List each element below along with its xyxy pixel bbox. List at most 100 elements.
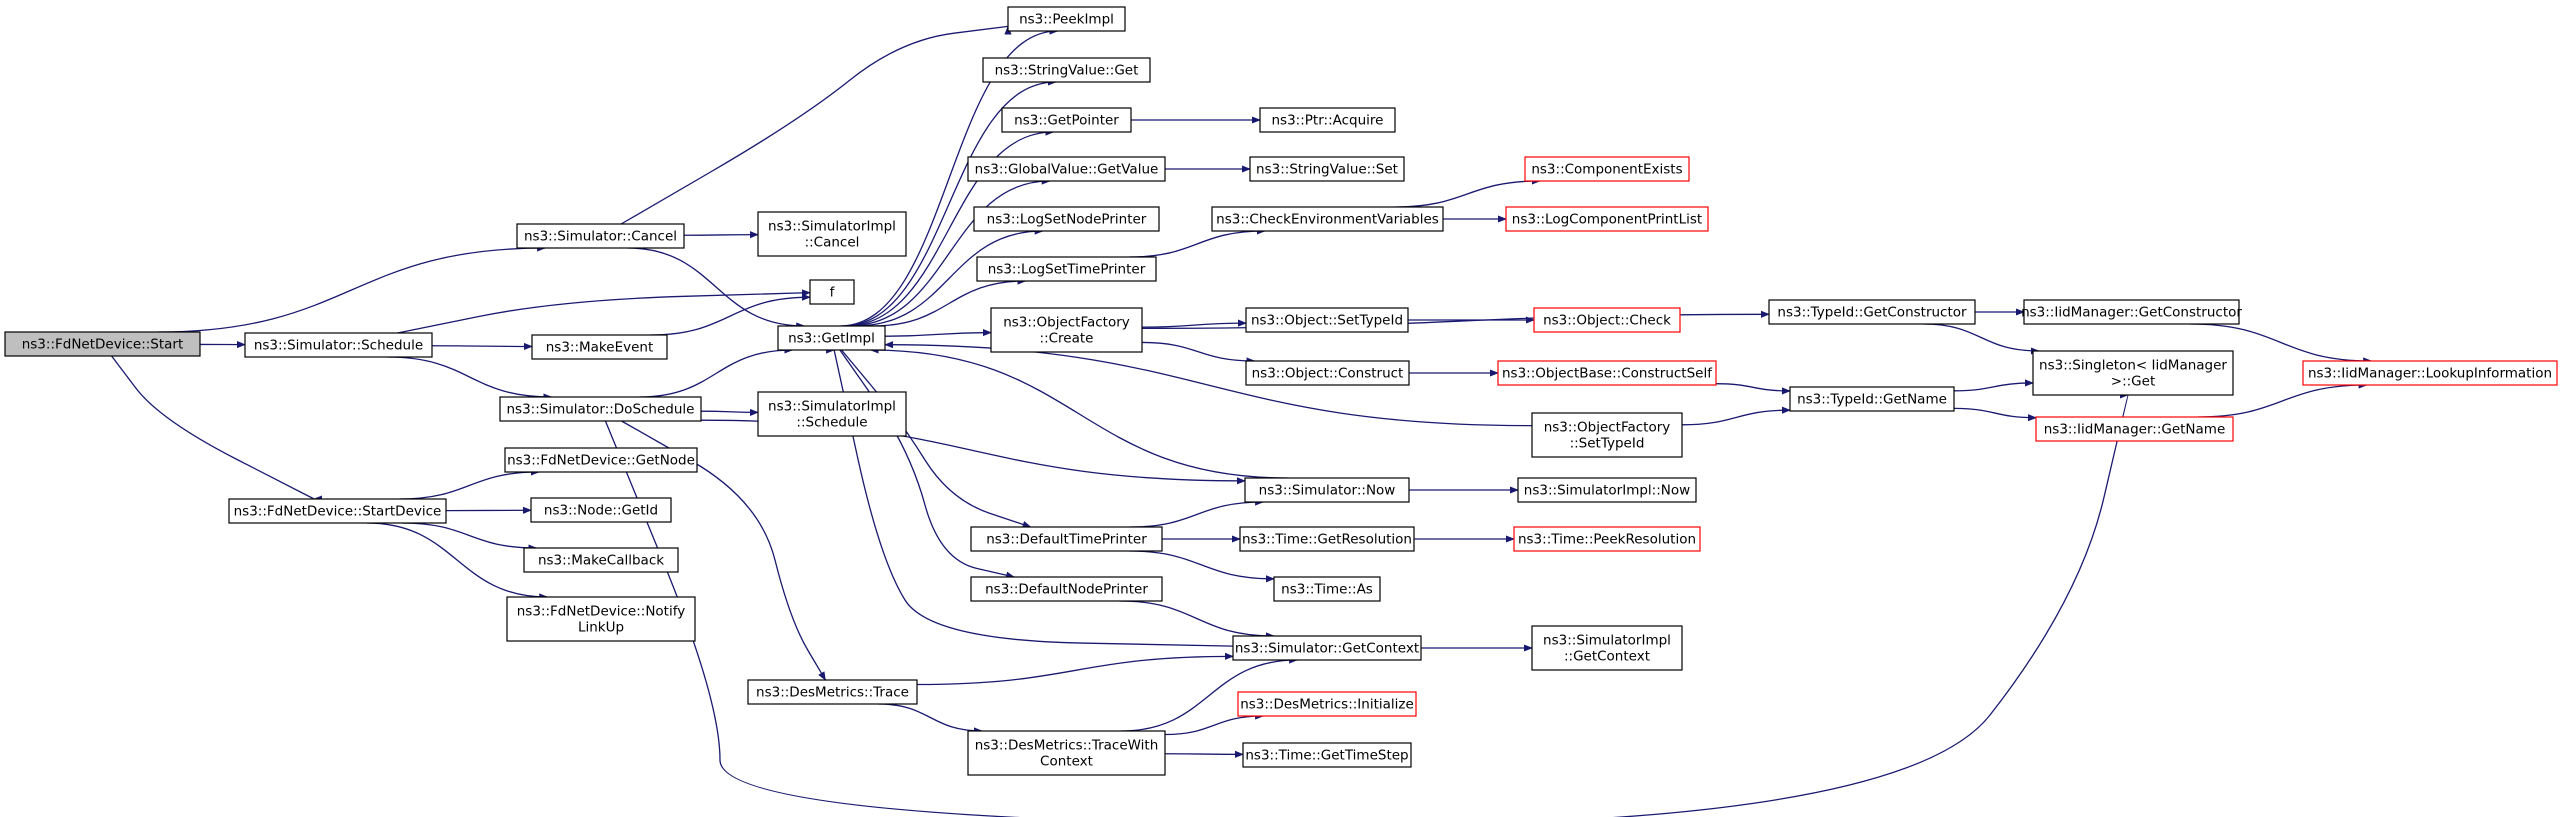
node-label: ns3::IidManager::GetName [2044, 422, 2226, 438]
node-label: ns3::LogSetNodePrinter [987, 212, 1147, 228]
node-label: ns3::Simulator::Cancel [524, 229, 677, 245]
node-box [1531, 412, 1683, 458]
node-box [967, 156, 1166, 182]
node-ptracquire[interactable]: ns3::Ptr::Acquire [1259, 107, 1396, 133]
node-objsettypeid[interactable]: ns3::Object::SetTypeId [1245, 307, 1409, 333]
node-simimplcancel[interactable]: ns3::SimulatorImpl::Cancel [757, 211, 907, 257]
node-label: ns3::ObjectFactory [1003, 315, 1130, 331]
node-label: ns3::Singleton< IidManager [2039, 358, 2227, 374]
node-objfactorycreate[interactable]: ns3::ObjectFactory::Create [990, 307, 1143, 353]
node-getimpl[interactable]: ns3::GetImpl [777, 325, 886, 351]
node-typeidgetname[interactable]: ns3::TypeId::GetName [1789, 386, 1955, 412]
node-label: ns3::Time::GetTimeStep [1245, 748, 1408, 764]
node-box [1533, 307, 1681, 333]
node-box [1007, 6, 1126, 32]
edge-tracewithcontext-to-desinit [1164, 712, 1265, 736]
node-box [1001, 107, 1132, 133]
node-timepeekres[interactable]: ns3::Time::PeekResolution [1513, 526, 1701, 552]
node-box [499, 396, 702, 422]
node-label: ns3::LogSetTimePrinter [988, 262, 1146, 278]
node-box [1232, 635, 1422, 661]
node-peekimpl[interactable]: ns3::PeekImpl [1007, 6, 1126, 32]
node-box [516, 223, 685, 249]
node-iidgetctor[interactable]: ns3::IidManager::GetConstructor [2021, 299, 2242, 325]
edge-getimpl-to-stringvalueget [842, 78, 1057, 327]
node-simimplnow[interactable]: ns3::SimulatorImpl::Now [1517, 477, 1697, 503]
node-label: ns3::FdNetDevice::Start [22, 337, 184, 353]
node-cancel[interactable]: ns3::Simulator::Cancel [516, 223, 685, 249]
edge-defaulttime-to-simnow [1130, 498, 1265, 528]
edge-iidgetctor-to-iidlookup [2190, 323, 2373, 365]
node-compexists[interactable]: ns3::ComponentExists [1524, 156, 1690, 182]
node-f[interactable]: f [809, 279, 855, 305]
node-objfactorysettypeid[interactable]: ns3::ObjectFactory::SetTypeId [1531, 412, 1683, 458]
edge-start-to-startdev [111, 355, 315, 500]
node-doschedule[interactable]: ns3::Simulator::DoSchedule [499, 396, 702, 422]
node-box [1789, 386, 1955, 412]
node-iidlookup[interactable]: ns3::IidManager::LookupInformation [2302, 360, 2558, 386]
node-box [1245, 307, 1409, 333]
node-getpointer[interactable]: ns3::GetPointer [1001, 107, 1132, 133]
edge-getimpl-to-globalvalue [848, 177, 1051, 327]
node-label: ns3::SimulatorImpl::Now [1524, 483, 1690, 499]
node-nodegetid[interactable]: ns3::Node::GetId [530, 497, 672, 523]
node-label: ns3::CheckEnvironmentVariables [1216, 212, 1439, 228]
node-desinit[interactable]: ns3::DesMetrics::Initialize [1237, 691, 1417, 717]
node-label: ns3::Time::As [1281, 582, 1373, 598]
node-label: ns3::DesMetrics::Initialize [1240, 697, 1414, 713]
edge-getimpl-to-defaulttime [841, 349, 1032, 528]
edge-schedule-to-doschedule [387, 356, 553, 401]
node-makeevent[interactable]: ns3::MakeEvent [531, 334, 668, 360]
node-typeidgetctor[interactable]: ns3::TypeId::GetConstructor [1768, 299, 1976, 325]
node-objconstruct[interactable]: ns3::Object::Construct [1245, 360, 1410, 386]
node-logcompprint[interactable]: ns3::LogComponentPrintList [1505, 206, 1709, 232]
edge-start-to-cancel [157, 244, 547, 333]
node-schedule[interactable]: ns3::Simulator::Schedule [244, 332, 433, 358]
node-defaultnode[interactable]: ns3::DefaultNodePrinter [970, 576, 1163, 602]
node-checkenv[interactable]: ns3::CheckEnvironmentVariables [1211, 206, 1444, 232]
node-start[interactable]: ns3::FdNetDevice::Start [4, 331, 201, 357]
node-simgetcontext[interactable]: ns3::Simulator::GetContext [1232, 635, 1422, 661]
edge-desmetricstrace-to-simgetcontext [916, 652, 1234, 686]
node-label: LinkUp [578, 620, 624, 636]
node-timeas[interactable]: ns3::Time::As [1273, 576, 1381, 602]
node-startdev[interactable]: ns3::FdNetDevice::StartDevice [228, 498, 447, 524]
node-singletonget[interactable]: ns3::Singleton< IidManager>::Get [2032, 350, 2234, 396]
node-label: ns3::IidManager::LookupInformation [2308, 366, 2552, 382]
edge-getimpl-to-getpointer [844, 128, 1055, 327]
node-objcheck[interactable]: ns3::Object::Check [1533, 307, 1681, 333]
edge-getimpl-to-objfactorycreate [884, 328, 992, 337]
node-makecallback[interactable]: ns3::MakeCallback [523, 547, 679, 573]
edge-tracewithcontext-to-timegetstep [1164, 750, 1244, 758]
node-timegetres[interactable]: ns3::Time::GetResolution [1239, 526, 1415, 552]
node-logsetnode[interactable]: ns3::LogSetNodePrinter [973, 206, 1160, 232]
edge-doschedule-to-simimplschedule [700, 408, 759, 417]
node-label: ns3::Object::Check [1543, 313, 1671, 329]
node-label: ns3::Simulator::Now [1259, 483, 1396, 499]
node-stringvalueset[interactable]: ns3::StringValue::Set [1249, 156, 1405, 182]
node-iidgetname[interactable]: ns3::IidManager::GetName [2035, 416, 2234, 442]
node-globalvalue[interactable]: ns3::GlobalValue::GetValue [967, 156, 1166, 182]
node-simimplgetcontext[interactable]: ns3::SimulatorImpl::GetContext [1531, 625, 1683, 671]
node-box [523, 547, 679, 573]
node-simimplschedule[interactable]: ns3::SimulatorImpl::Schedule [757, 391, 907, 437]
node-label: ns3::GlobalValue::GetValue [975, 162, 1159, 178]
node-label: ns3::LogComponentPrintList [1512, 212, 1702, 228]
node-label: ns3::DesMetrics::TraceWith [975, 738, 1159, 754]
node-box [1259, 107, 1396, 133]
node-timegetstep[interactable]: ns3::Time::GetTimeStep [1242, 742, 1412, 768]
edge-schedule-to-makeevent [431, 342, 533, 351]
node-stringvalueget[interactable]: ns3::StringValue::Get [982, 57, 1151, 83]
node-label: ns3::SimulatorImpl [1543, 633, 1671, 649]
node-box [967, 730, 1166, 776]
node-defaulttime[interactable]: ns3::DefaultTimePrinter [970, 526, 1163, 552]
node-objbaseconstruct[interactable]: ns3::ObjectBase::ConstructSelf [1497, 360, 1717, 386]
node-simnow[interactable]: ns3::Simulator::Now [1244, 477, 1410, 503]
edge-tracewithcontext-to-simgetcontext [1121, 656, 1299, 732]
node-box [2032, 350, 2234, 396]
node-logsettime[interactable]: ns3::LogSetTimePrinter [976, 256, 1157, 282]
node-desmetricstrace[interactable]: ns3::DesMetrics::Trace [747, 679, 918, 705]
node-getnode[interactable]: ns3::FdNetDevice::GetNode [504, 447, 698, 473]
